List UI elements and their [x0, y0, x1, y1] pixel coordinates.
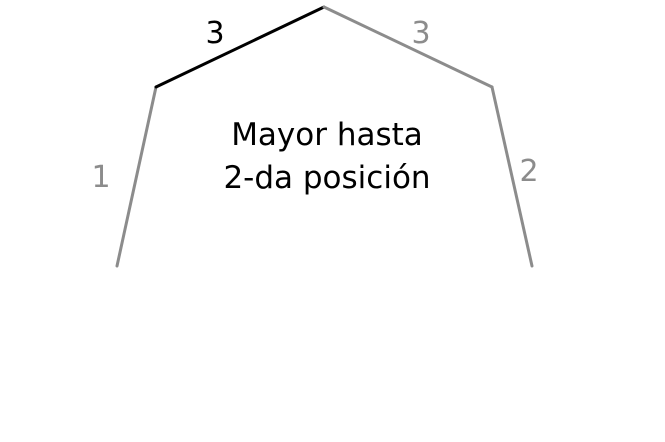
edge-4-segment	[490, 85, 534, 268]
edge-3-label: 3	[411, 16, 430, 51]
edge-3-segment	[322, 5, 494, 89]
edge-1-segment	[115, 85, 158, 268]
caption-line-2: 2-da posición	[223, 160, 430, 196]
edge-2-label: 3	[205, 16, 224, 51]
edge-4-label: 2	[519, 154, 538, 189]
edge-2-segment	[154, 5, 326, 89]
edge-1-label: 1	[91, 160, 110, 195]
caption-line-1: Mayor hasta	[231, 117, 423, 153]
